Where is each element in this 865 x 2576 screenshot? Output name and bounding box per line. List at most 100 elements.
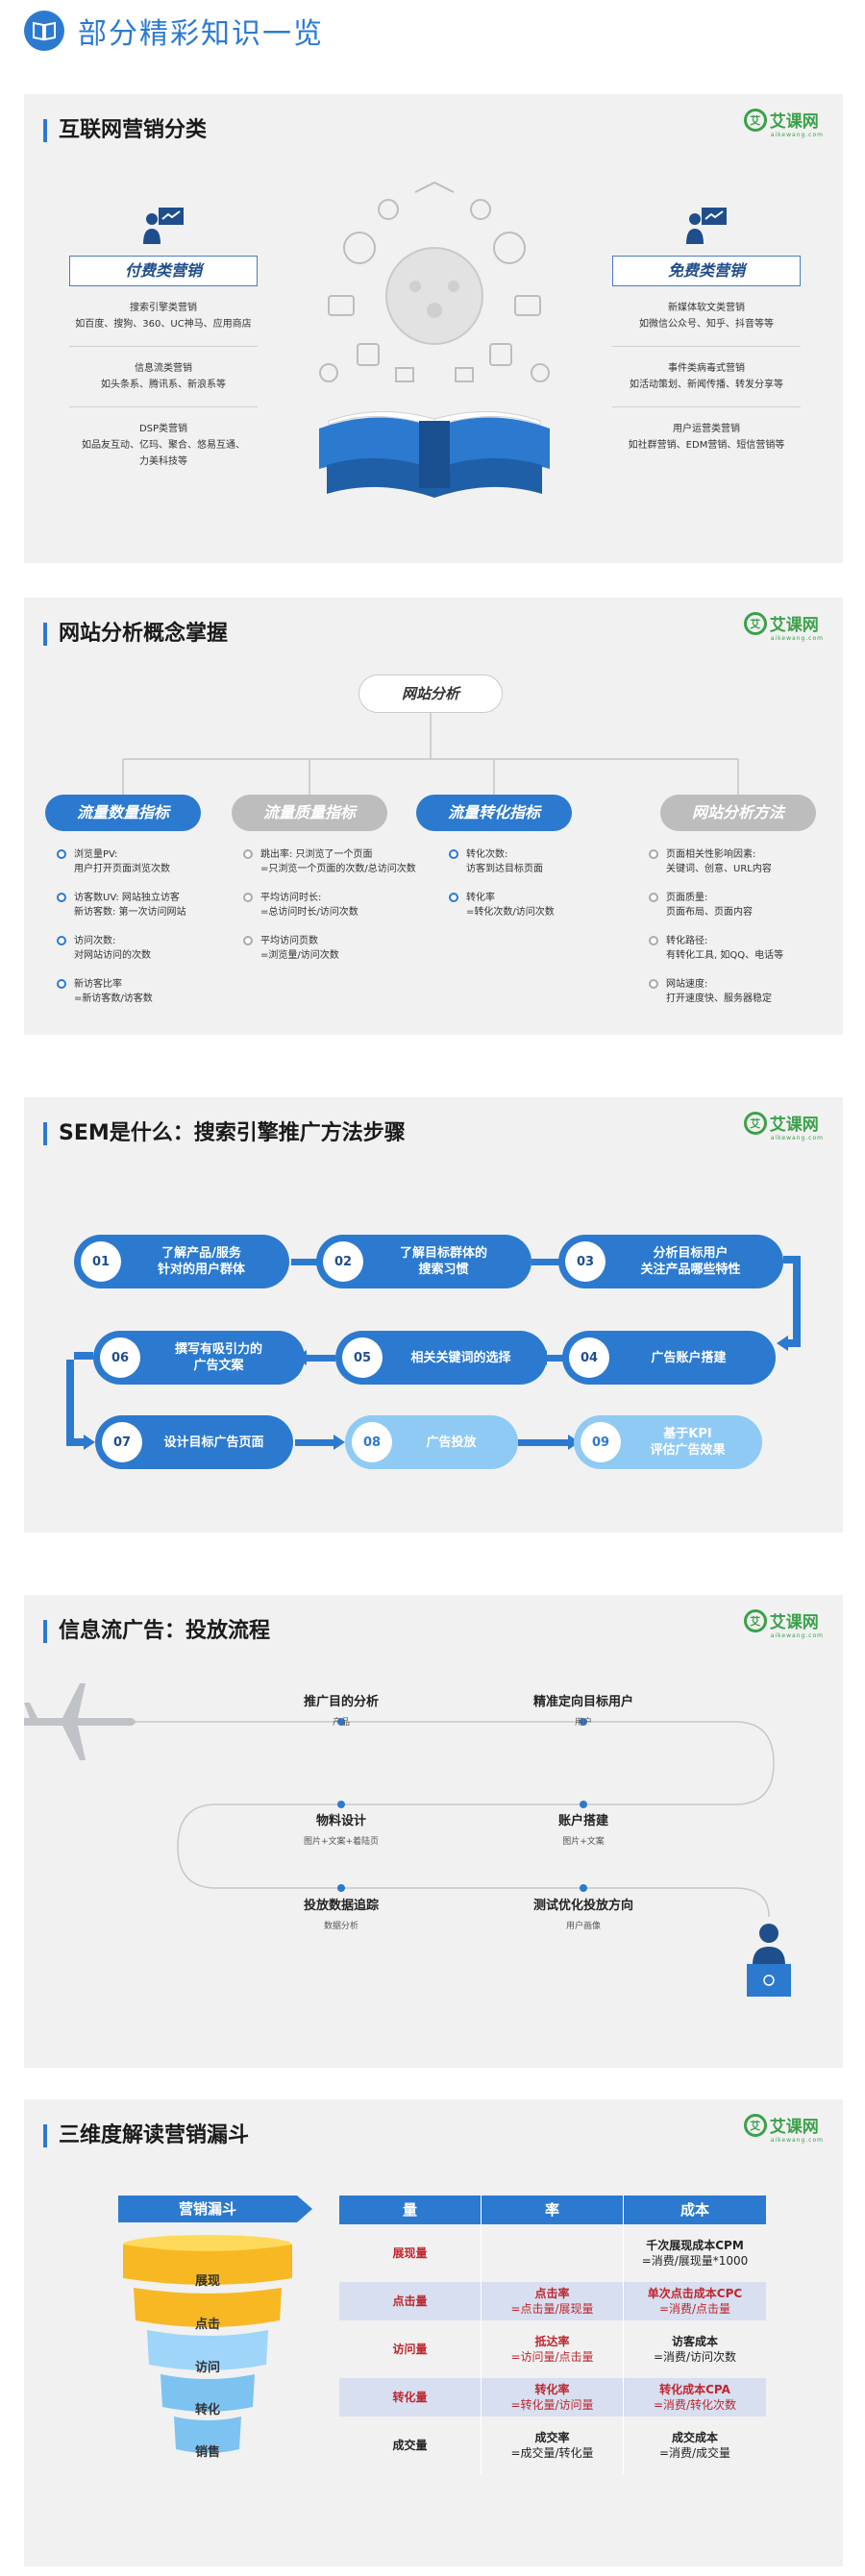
metric-label: 跳出率: 只浏览了一个页面 — [260, 849, 373, 860]
metric-label: 页面相关性影响因素: — [666, 849, 756, 860]
bullet-icon — [57, 849, 66, 859]
step-sub: 产品 — [332, 1718, 350, 1728]
table-cell: 抵达率 =访问量/点击量 — [482, 2320, 624, 2378]
table-cell: 单次点击成本CPC=消费/点击量 — [624, 2282, 766, 2320]
list-item: 新媒体软文类营销如微信公众号、知乎、抖音等等 — [612, 286, 801, 347]
table-cell: 访客成本=消费/访问次数 — [624, 2320, 766, 2378]
metric-label: 访客数UV: 网站独立访客 — [74, 893, 180, 903]
funnel-level: 点击 — [194, 2318, 220, 2332]
step-line1: 广告投放 — [426, 1435, 477, 1450]
column-header: 成本 — [624, 2196, 766, 2224]
cell-value: 展现量 — [392, 2246, 428, 2260]
metric-desc: 访客到达目标页面 — [466, 864, 543, 874]
cell-value: 访客成本 — [671, 2335, 718, 2348]
group-traffic-quality: 流量质量指标 — [232, 795, 387, 831]
table-cell: 点击率=点击量/展现量 — [482, 2282, 624, 2320]
item-name: 信息流类营销 — [135, 363, 192, 374]
logo-text: 艾课网 — [769, 112, 819, 132]
section-feed-ad-flow: 信息流广告：投放流程 艾艾课网 aikewang.com — [24, 1595, 843, 2068]
metric-desc: 有转化工具, 如QQ、电话等 — [666, 950, 784, 961]
presenter-icon — [141, 206, 185, 246]
step-line1: 撰写有吸引力的 — [174, 1342, 262, 1357]
item-desc: 如百度、搜狗、360、UC神马、应用商店 — [75, 319, 252, 330]
logo-icon: 艾 — [743, 2113, 767, 2137]
metric-desc: 新访客数: 第一次访问网站 — [74, 907, 186, 918]
section-title: 信息流广告：投放流程 — [43, 1620, 270, 1643]
bullet-icon — [449, 893, 458, 902]
step-text: 了解目标群体的搜索习惯 — [363, 1245, 531, 1278]
bullet-icon — [57, 979, 66, 989]
paid-marketing-label: 付费类营销 — [69, 256, 258, 286]
logo-icon: 艾 — [743, 1111, 767, 1135]
step-text: 广告账户搭建 — [609, 1350, 776, 1366]
step-number: 09 — [581, 1422, 621, 1462]
step-number: 07 — [102, 1422, 142, 1462]
metric-label: 浏览量PV: — [74, 849, 118, 860]
step-line1: 了解目标群体的 — [399, 1246, 487, 1261]
step-number: 01 — [81, 1241, 121, 1282]
cell-formula: =成交量/转化量 — [510, 2446, 594, 2460]
metric-label: 平均访问时长: — [260, 893, 322, 903]
step-sub: 图片+文案+着陆页 — [303, 1837, 380, 1847]
step-number: 04 — [569, 1337, 609, 1378]
flow-path — [24, 1683, 791, 1997]
list-item: 用户运营类营销如社群营销、EDM营销、短信营销等 — [612, 407, 801, 467]
cell-value: 转化量 — [392, 2391, 428, 2404]
metric-desc: 用户打开页面浏览次数 — [74, 864, 170, 874]
list-item: 访问次数:对网站访问的次数 — [55, 934, 237, 963]
cell-value: 成交率 — [534, 2431, 570, 2444]
step-title: 投放数据追踪 — [303, 1899, 379, 1913]
cell-value: 抵达率 — [534, 2335, 570, 2348]
logo-text: 艾课网 — [769, 616, 819, 635]
item-name: 搜索引擎类营销 — [130, 303, 197, 313]
table-cell: 千次展现成本CPM=消费/展现量*1000 — [624, 2224, 766, 2282]
section-marketing-funnel: 三维度解读营销漏斗 艾艾课网 aikewang.com 营销漏斗 展现 点击 访… — [24, 2099, 843, 2566]
metric-label: 访问次数: — [74, 936, 116, 946]
paid-marketing-column: 付费类营销 搜索引擎类营销如百度、搜狗、360、UC神马、应用商店 信息流类营销… — [69, 206, 258, 483]
flow-step: 投放数据追踪数据分析 — [260, 1895, 423, 1931]
cell-value: 成交成本 — [671, 2431, 718, 2444]
cell-formula: =访问量/点击量 — [510, 2350, 594, 2364]
step-line2: 针对的用户群体 — [157, 1263, 245, 1277]
funnel-level: 访问 — [194, 2361, 220, 2375]
metric-label: 转化路径: — [666, 936, 708, 946]
table-cell: 成交成本=消费/成交量 — [624, 2417, 766, 2474]
list-item: 转化次数: 访客到达目标页面 — [447, 847, 630, 876]
brand-logo: 艾艾课网 aikewang.com — [743, 611, 824, 642]
metric-label: 转化次数: — [466, 849, 508, 860]
step-title: 账户搭建 — [557, 1814, 608, 1828]
item-desc: 如微信公众号、知乎、抖音等等 — [639, 319, 774, 330]
bullet-icon — [243, 893, 253, 902]
funnel-graphic — [123, 2196, 312, 2453]
table-row: 访问量 抵达率 =访问量/点击量 访客成本=消费/访问次数 — [339, 2320, 766, 2378]
list-item: 信息流类营销如头条系、腾讯系、新浪系等 — [69, 347, 258, 407]
table-cell: 转化成本CPA=消费/转化次数 — [624, 2378, 766, 2417]
cell-value: 单次点击成本CPC — [647, 2287, 743, 2300]
book-illustration — [300, 181, 569, 507]
metric-label: 新访客比率 — [74, 979, 122, 990]
metric-desc: =总访问时长/访问次数 — [260, 907, 358, 918]
step-title: 推广目的分析 — [303, 1695, 379, 1709]
step-number: 06 — [100, 1337, 140, 1378]
section-website-analysis: 网站分析概念掌握 艾艾课网 aikewang.com 网站分析 流量数量指标 流… — [24, 598, 843, 1035]
column-header: 率 — [482, 2196, 624, 2224]
table-cell: 转化量 — [339, 2378, 482, 2417]
book-icon — [24, 11, 64, 51]
funnel-level: 转化 — [194, 2403, 220, 2417]
list-item: 网站速度:打开速度快、服务器稳定 — [647, 977, 829, 1006]
logo-subtext: aikewang.com — [770, 2137, 824, 2144]
teacher-icon — [747, 1924, 791, 1997]
cell-formula: =消费/转化次数 — [653, 2398, 737, 2412]
bullet-icon — [649, 936, 658, 945]
item-name: DSP类营销 — [138, 424, 188, 434]
bullet-icon — [243, 936, 253, 945]
bullet-icon — [243, 849, 253, 859]
brand-logo: 艾艾课网 aikewang.com — [743, 1608, 824, 1639]
table-cell: 访问量 — [339, 2320, 482, 2378]
